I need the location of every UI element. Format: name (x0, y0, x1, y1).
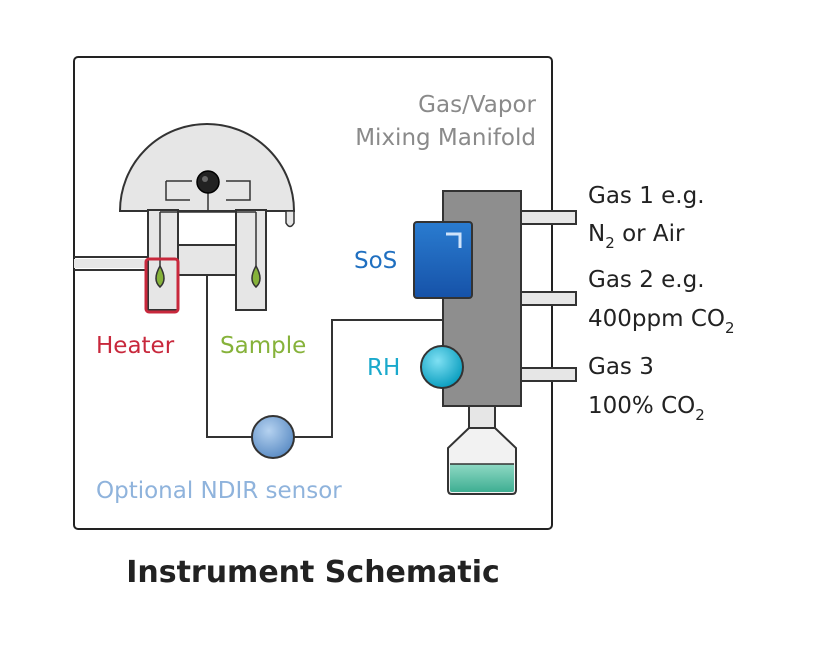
sos-label: SoS (354, 248, 397, 274)
gas2-label-line1: Gas 2 e.g. (588, 267, 705, 293)
sos-sensor (413, 221, 473, 299)
rh-label: RH (367, 355, 400, 381)
gas1-label-line2: N2 or Air (588, 221, 685, 252)
gas3-main: 100% CO (588, 393, 695, 419)
gas1-rest: or Air (615, 221, 685, 247)
manifold-label-line1: Gas/Vapor (418, 92, 536, 118)
gas2-subscript: 2 (725, 319, 735, 337)
sample-drop-right (251, 264, 261, 288)
liquid-fill (450, 464, 514, 492)
gas1-label-line1: Gas 1 e.g. (588, 183, 705, 209)
gas3-label-line1: Gas 3 (588, 354, 654, 380)
gas2-main: 400ppm CO (588, 306, 725, 332)
ndir-label: Optional NDIR sensor (96, 478, 342, 504)
gas3-subscript: 2 (695, 406, 705, 424)
sample-drop-left (155, 264, 165, 288)
heater-box (144, 257, 180, 314)
gas2-label-line2: 400ppm CO2 (588, 306, 735, 337)
inlet-tube (74, 256, 148, 271)
gas3-label-line2: 100% CO2 (588, 393, 705, 424)
ndir-sensor (251, 415, 295, 459)
ndir-tubing (206, 275, 443, 438)
diagram-title: Instrument Schematic (126, 555, 500, 590)
chamber-sensor-ball (196, 170, 220, 194)
manifold-label-line2: Mixing Manifold (355, 125, 536, 151)
gas1-n: N (588, 221, 605, 247)
heater-label: Heater (96, 333, 175, 359)
gas1-subscript: 2 (605, 234, 615, 252)
rh-sensor (420, 345, 464, 389)
sample-label: Sample (220, 333, 306, 359)
bubbler-vessel (447, 405, 517, 495)
